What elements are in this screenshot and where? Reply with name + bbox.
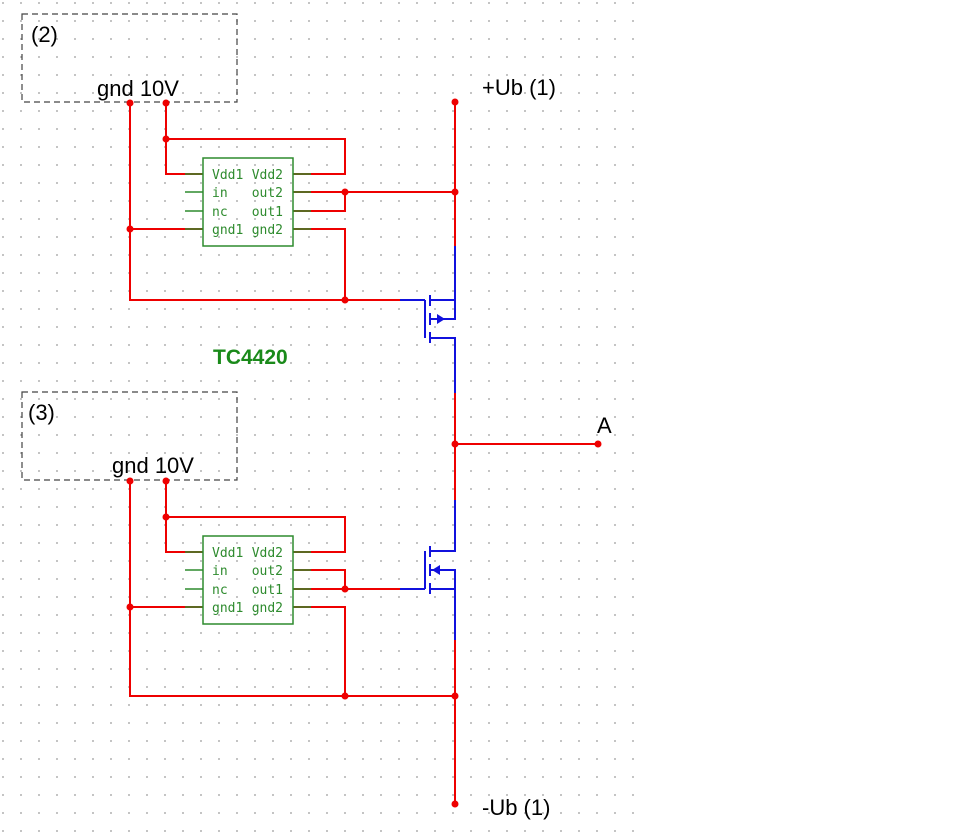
pin-label-vdd1: Vdd1	[212, 168, 243, 183]
supply-block-bottom-terminals: gnd 10V	[112, 453, 194, 478]
mosfet-low-side-arrow	[432, 565, 440, 575]
pin-label-vdd2: Vdd2	[252, 546, 283, 561]
pin-label-in: in	[212, 186, 228, 201]
pin-label-nc: nc	[212, 205, 228, 220]
pin-label-gnd1: gnd1	[212, 601, 243, 616]
gate-driver-bottom: Vdd1 in nc gnd1 Vdd2 out2 out1 gnd2	[185, 535, 311, 625]
mosfet-low-side	[400, 500, 456, 640]
pin-label-gnd2: gnd2	[252, 601, 283, 616]
pin-label-in: in	[212, 564, 228, 579]
mosfet-high-side	[400, 246, 456, 393]
supply-block-top-terminals: gnd 10V	[97, 76, 179, 101]
supply-block-top-id: (2)	[31, 22, 58, 47]
gate-driver-top: Vdd1 in nc gnd1 Vdd2 out2 out1 gnd2	[185, 157, 311, 247]
pin-label-out2: out2	[252, 186, 283, 201]
gate-driver-top-body	[202, 157, 294, 247]
pin-label-out1: out1	[252, 583, 283, 598]
positive-rail-label: +Ub (1)	[482, 75, 556, 100]
negative-rail-label: -Ub (1)	[482, 795, 550, 820]
pin-label-vdd2: Vdd2	[252, 168, 283, 183]
junction-dots	[126, 98, 602, 808]
pin-label-gnd2: gnd2	[252, 223, 283, 238]
mosfet-high-side-arrow	[437, 314, 445, 324]
supply-block-top: (2) gnd 10V	[21, 13, 238, 103]
part-name-label: TC4420	[213, 346, 288, 369]
pin-label-nc: nc	[212, 583, 228, 598]
pin-label-out1: out1	[252, 205, 283, 220]
supply-block-bottom-id: (3)	[28, 400, 55, 425]
grid-background	[0, 0, 640, 838]
pin-label-gnd1: gnd1	[212, 223, 243, 238]
gate-driver-bottom-body	[202, 535, 294, 625]
pin-label-out2: out2	[252, 564, 283, 579]
output-label: A	[597, 413, 612, 438]
pin-label-vdd1: Vdd1	[212, 546, 243, 561]
